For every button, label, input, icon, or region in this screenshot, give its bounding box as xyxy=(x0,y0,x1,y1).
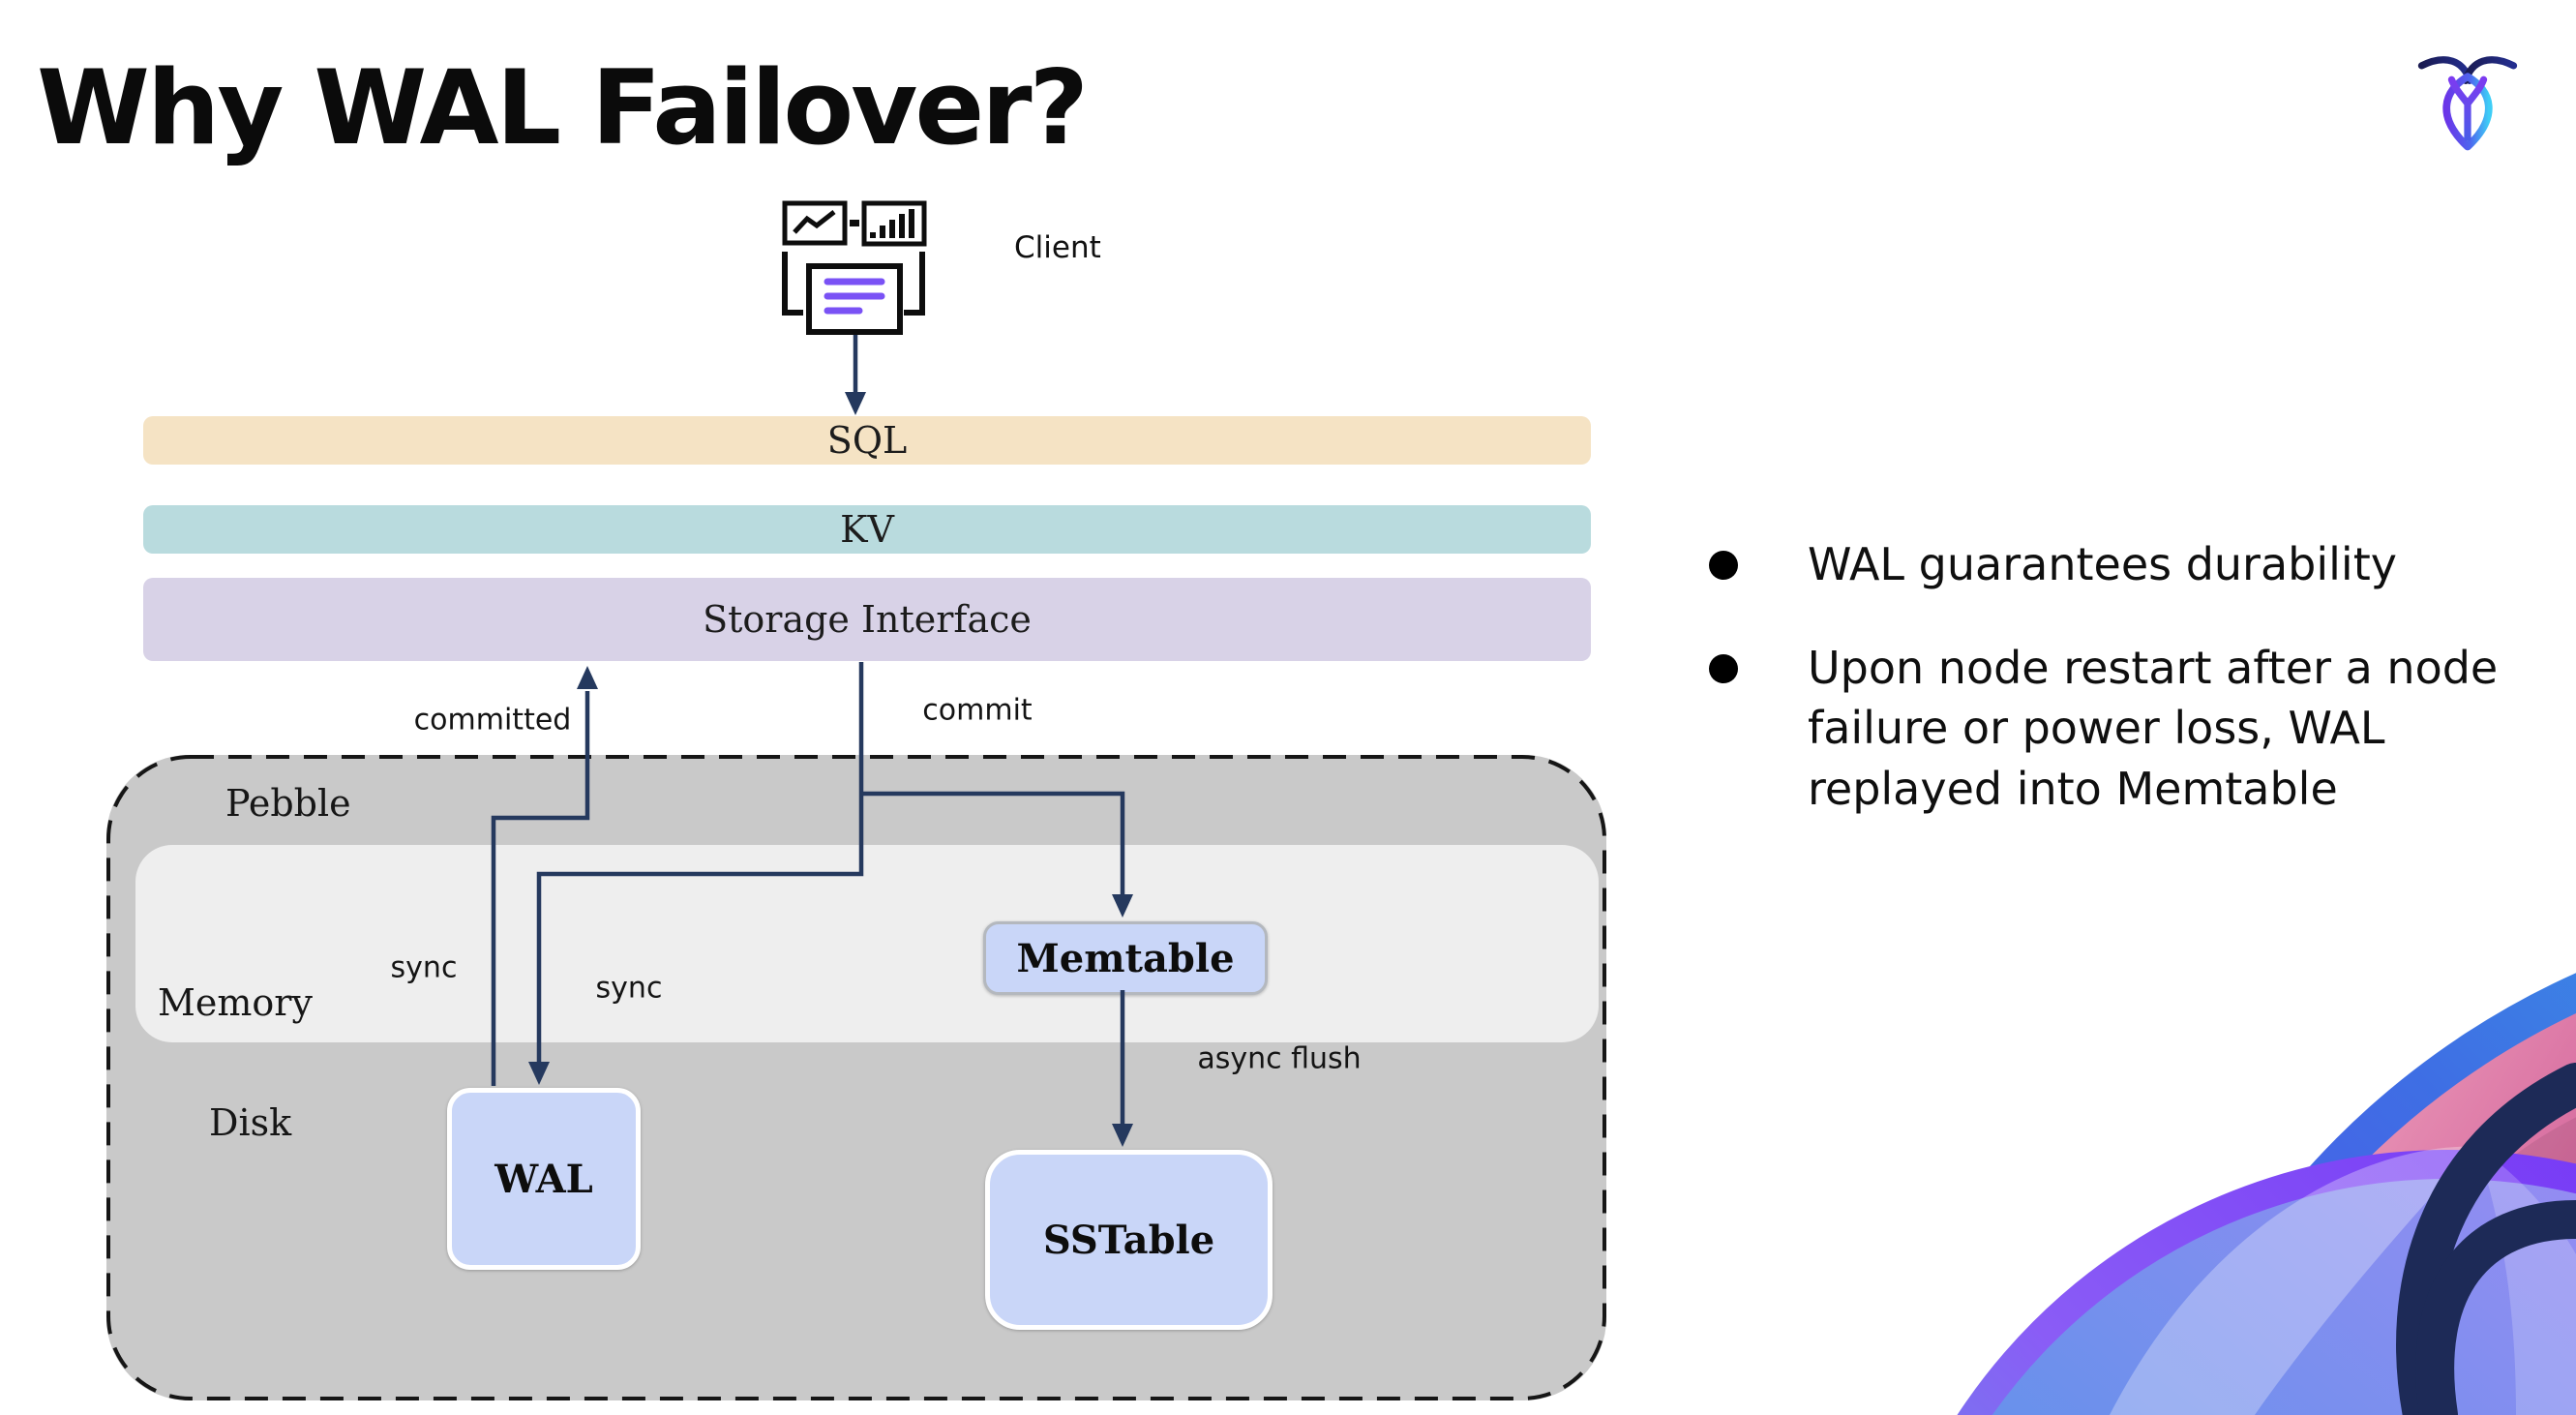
bullet-dot xyxy=(1709,653,1738,683)
memory-band xyxy=(135,845,1599,1042)
list-item: WAL guarantees durability xyxy=(1709,534,2539,595)
memtable-node: Memtable xyxy=(983,921,1268,995)
client-label: Client xyxy=(1014,230,1101,265)
leaf-highlight xyxy=(2110,1146,2477,1415)
sstable-node: SSTable xyxy=(985,1150,1273,1330)
sstable-node-label: SSTable xyxy=(1042,1217,1215,1263)
bullet-text: Upon node restart after a node failure o… xyxy=(1808,641,2499,815)
layer-kv: KV xyxy=(143,505,1591,554)
bracket-right xyxy=(904,252,925,316)
memtable-node-label: Memtable xyxy=(1016,935,1235,981)
bracket-left xyxy=(782,252,803,316)
page-title: Why WAL Failover? xyxy=(37,48,1089,167)
line-chart-icon xyxy=(782,200,848,246)
layer-storage-interface-label: Storage Interface xyxy=(703,598,1032,641)
layer-kv-label: KV xyxy=(840,508,894,551)
sphere-rim xyxy=(1957,1150,2576,1415)
layer-sql-label: SQL xyxy=(826,419,908,462)
async-flush-edge-label: async flush xyxy=(1197,1041,1362,1076)
client-icon xyxy=(782,200,927,335)
memory-label: Memory xyxy=(158,981,313,1024)
navy-band xyxy=(2415,1200,2576,1415)
wal-node: WAL xyxy=(447,1088,641,1270)
brand-art xyxy=(1957,973,2576,1415)
bullet-dot xyxy=(1709,551,1738,580)
arrowhead-into-storage xyxy=(577,666,598,689)
layer-storage-interface: Storage Interface xyxy=(143,578,1591,661)
cockroachdb-logo-icon xyxy=(2417,56,2518,151)
layer-sql: SQL xyxy=(143,416,1591,465)
sync-left-edge-label: sync xyxy=(390,950,458,985)
commit-edge-label: commit xyxy=(922,693,1033,728)
pebble-label: Pebble xyxy=(225,782,351,825)
committed-edge-label: committed xyxy=(413,703,572,738)
dash-connector xyxy=(850,220,859,226)
wal-node-label: WAL xyxy=(494,1156,593,1202)
bullet-text: WAL guarantees durability xyxy=(1808,538,2397,590)
bullet-list: WAL guarantees durability Upon node rest… xyxy=(1709,534,2539,861)
arrowhead-into-sql xyxy=(845,392,866,415)
sync-right-edge-label: sync xyxy=(595,971,663,1006)
list-item: Upon node restart after a node failure o… xyxy=(1709,638,2539,820)
leaf-highlight xyxy=(2477,1147,2576,1415)
disk-label: Disk xyxy=(209,1101,292,1144)
